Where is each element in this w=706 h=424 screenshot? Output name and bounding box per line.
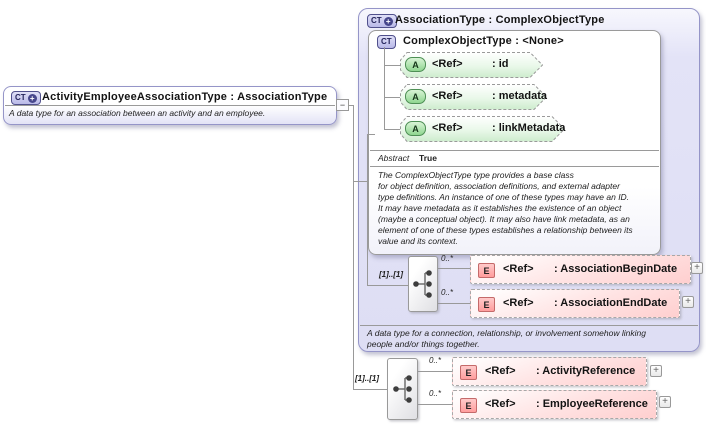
element-row-employeereference[interactable]: E <Ref> : EmployeeReference (452, 390, 657, 419)
connector-line (438, 268, 470, 269)
connector-line (353, 389, 388, 390)
element-row-associationbegindate[interactable]: E <Ref> : AssociationBeginDate (470, 255, 691, 284)
occurrence-label: 0..* (429, 356, 442, 365)
element-icon: E (460, 365, 477, 380)
element-ref-label: <Ref> (485, 365, 516, 377)
connector-line (384, 65, 400, 66)
sequence-icon (413, 270, 432, 298)
sequence-cardinality: [1]..[1] (379, 270, 403, 279)
sequence-cardinality: [1]..[1] (355, 374, 379, 383)
expand-button[interactable]: + (650, 365, 662, 377)
occurrence-label: 0..* (441, 254, 454, 263)
derived-plus-icon: + (27, 93, 37, 103)
connector-line (418, 404, 452, 405)
complex-type-icon: CT + (367, 14, 397, 28)
element-ref-label: <Ref> (485, 398, 516, 410)
attribute-ref-label: <Ref> (432, 122, 463, 134)
connector-line (353, 181, 368, 182)
divider (360, 325, 698, 326)
main-type-annotation: A data type for an association between a… (9, 108, 266, 118)
element-row-associationenddate[interactable]: E <Ref> : AssociationEndDate (470, 289, 680, 318)
element-name: : EmployeeReference (536, 398, 648, 410)
element-name: : AssociationBeginDate (554, 263, 678, 275)
attribute-shape (400, 52, 543, 78)
attribute-row-metadata[interactable]: A <Ref> : metadata (400, 84, 547, 110)
attribute-row-id[interactable]: A <Ref> : id (400, 52, 543, 78)
main-type-card: CT + ActivityEmployeeAssociationType : A… (3, 86, 337, 125)
attribute-ref-label: <Ref> (432, 58, 463, 70)
base-type-annotation: A data type for a connection, relationsh… (367, 328, 646, 349)
connector-line (384, 97, 400, 98)
connector-line (367, 134, 375, 135)
element-ref-label: <Ref> (503, 263, 534, 275)
expand-button[interactable]: + (691, 262, 703, 274)
attribute-icon: A (405, 57, 426, 72)
attribute-row-linkmetadata[interactable]: A <Ref> : linkMetadata (400, 116, 565, 142)
inherited-type-title: ComplexObjectType : <None> (403, 35, 564, 47)
element-icon: E (460, 398, 477, 413)
expand-button[interactable]: + (659, 396, 671, 408)
element-name: : ActivityReference (536, 365, 636, 377)
occurrence-label: 0..* (429, 389, 442, 398)
attribute-name: : linkMetadata (492, 122, 566, 134)
connector-line (367, 134, 368, 286)
sequence-icon (392, 375, 412, 403)
sequence-compositor[interactable] (387, 358, 418, 420)
element-icon: E (478, 297, 495, 312)
element-name: : AssociationEndDate (554, 297, 668, 309)
connector-line (438, 303, 470, 304)
complex-type-icon-label: CT (371, 16, 382, 25)
expand-button[interactable]: + (682, 296, 694, 308)
connector-line (353, 105, 354, 390)
connector-line (418, 371, 452, 372)
main-type-title: ActivityEmployeeAssociationType : Associ… (42, 91, 328, 103)
element-ref-label: <Ref> (503, 297, 534, 309)
divider (370, 166, 659, 167)
attribute-shape (400, 84, 547, 110)
divider (370, 150, 659, 151)
attribute-icon: A (405, 121, 426, 136)
derived-plus-icon: + (383, 16, 393, 26)
collapse-button[interactable]: − (336, 99, 349, 111)
abstract-facet-label: Abstract (378, 153, 410, 163)
attribute-ref-label: <Ref> (432, 90, 463, 102)
abstract-facet-value: True (419, 153, 437, 163)
connector-line (384, 129, 400, 130)
base-type-title: AssociationType : ComplexObjectType (395, 14, 605, 26)
attribute-icon: A (405, 89, 426, 104)
complex-type-icon: CT (377, 35, 396, 49)
connector-line (349, 105, 354, 106)
occurrence-label: 0..* (441, 288, 454, 297)
complex-type-icon: CT + (11, 91, 41, 105)
connector-line (384, 47, 385, 130)
connector-line (367, 285, 409, 286)
element-icon: E (478, 263, 495, 278)
element-row-activityreference[interactable]: E <Ref> : ActivityReference (452, 357, 647, 386)
attribute-shape (400, 116, 565, 142)
attribute-name: : id (492, 58, 509, 70)
divider (5, 105, 335, 106)
inherited-type-annotation: The ComplexObjectType type provides a ba… (378, 170, 633, 246)
complex-type-icon-label: CT (381, 37, 392, 46)
attribute-name: : metadata (492, 90, 548, 102)
sequence-compositor[interactable] (408, 256, 438, 312)
complex-type-icon-label: CT (15, 93, 26, 102)
